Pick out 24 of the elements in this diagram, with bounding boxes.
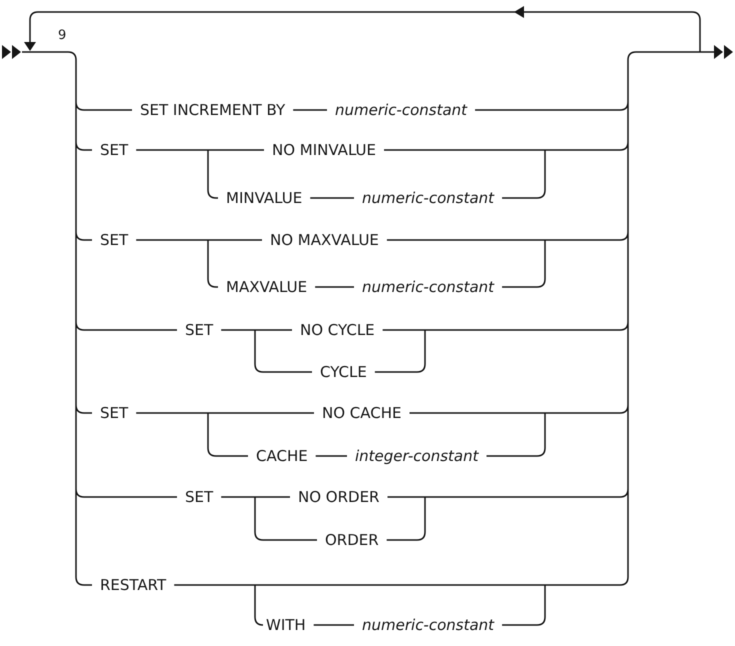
variable-name: numeric-constant <box>335 101 468 119</box>
keyword: WITH <box>266 616 306 634</box>
keyword: SET <box>185 488 214 506</box>
keyword: CYCLE <box>320 363 367 381</box>
variable-name: numeric-constant <box>362 616 494 634</box>
keyword: NO CYCLE <box>300 321 375 339</box>
keyword: NO MINVALUE <box>272 141 376 159</box>
keyword: SET <box>185 321 214 339</box>
keyword: NO ORDER <box>298 488 380 506</box>
keyword: SET INCREMENT BY <box>140 101 286 119</box>
keyword: NO CACHE <box>322 404 402 422</box>
keyword: CACHE <box>256 447 308 465</box>
keyword: SET <box>100 404 128 422</box>
keyword: SET <box>100 231 128 249</box>
footnote-number: 9 <box>58 27 66 45</box>
keyword: SET <box>100 141 128 159</box>
keyword: ORDER <box>325 531 379 549</box>
keyword: NO MAXVALUE <box>270 231 379 249</box>
keyword: MAXVALUE <box>226 278 308 296</box>
variable-name: integer-constant <box>355 447 479 465</box>
keyword: MINVALUE <box>226 189 302 207</box>
keyword: RESTART <box>100 576 166 594</box>
variable-name: numeric-constant <box>362 189 494 207</box>
variable-name: numeric-constant <box>362 278 494 296</box>
